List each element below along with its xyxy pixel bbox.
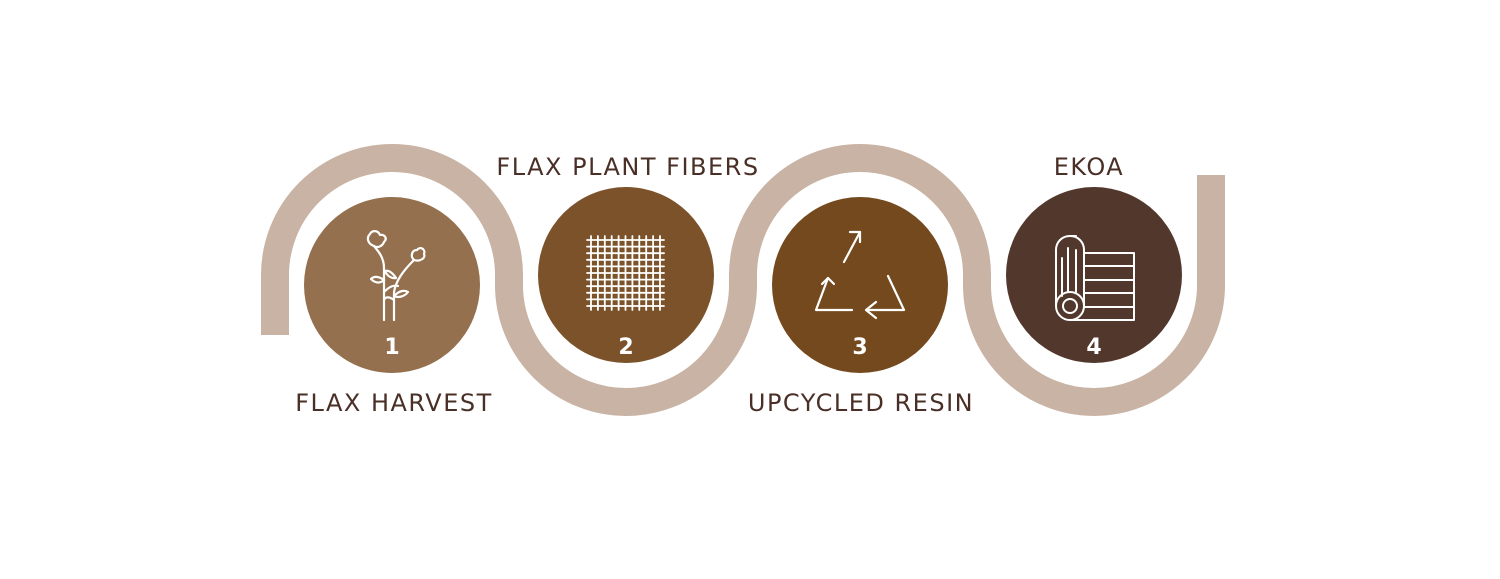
- flax-plant-icon: [366, 230, 426, 322]
- step-3-label: UPCYCLED RESIN: [748, 389, 974, 417]
- step-1: 1: [304, 197, 480, 373]
- recycle-icon: [814, 230, 906, 320]
- fabric-roll-icon: [1055, 235, 1135, 321]
- step-2-number: 2: [618, 335, 633, 360]
- step-2: 2: [538, 187, 714, 363]
- step-1-label: FLAX HARVEST: [295, 389, 493, 417]
- step-3-circle: [772, 197, 948, 373]
- step-3: 3: [772, 197, 948, 373]
- fiber-grid-icon: [586, 235, 665, 311]
- step-4-label: EKOA: [1054, 153, 1124, 181]
- step-4: 4: [1006, 187, 1182, 363]
- step-1-circle: [304, 197, 480, 373]
- step-4-number: 4: [1086, 335, 1101, 360]
- step-1-number: 1: [384, 335, 399, 360]
- step-4-circle: [1006, 187, 1182, 363]
- wave-path: [261, 144, 1225, 416]
- step-3-number: 3: [852, 335, 867, 360]
- step-2-label: FLAX PLANT FIBERS: [496, 153, 759, 181]
